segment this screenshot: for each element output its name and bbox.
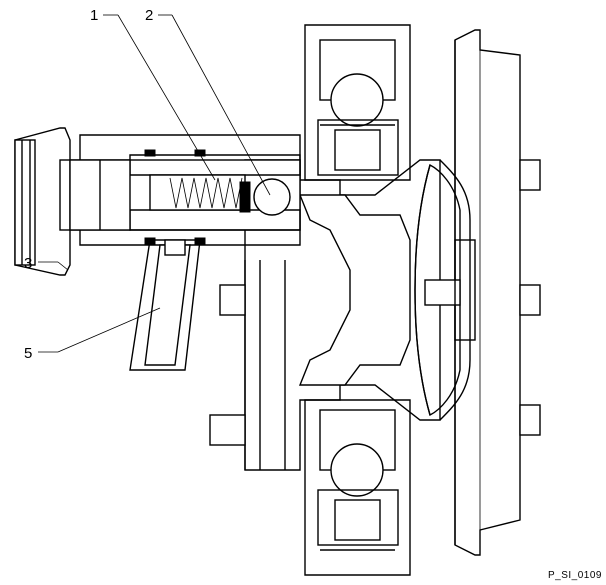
bypass-hose-connector	[129, 239, 201, 371]
callout-leaders	[38, 14, 271, 353]
callout-1: 1	[90, 7, 98, 24]
upper-valve-housing	[304, 24, 411, 181]
drive-flange	[454, 29, 541, 556]
adjusting-knob	[14, 127, 131, 276]
callout-5: 5	[24, 345, 32, 362]
lower-valve-housing	[304, 399, 411, 576]
lower-ball	[330, 443, 384, 497]
upper-ball	[330, 73, 384, 127]
pump-body	[209, 159, 441, 471]
relief-ball	[253, 178, 291, 216]
reference-code: P_SI_0109	[548, 570, 602, 581]
diaphragm	[414, 159, 476, 421]
callout-2: 2	[145, 7, 153, 24]
callout-3: 3	[24, 255, 32, 272]
